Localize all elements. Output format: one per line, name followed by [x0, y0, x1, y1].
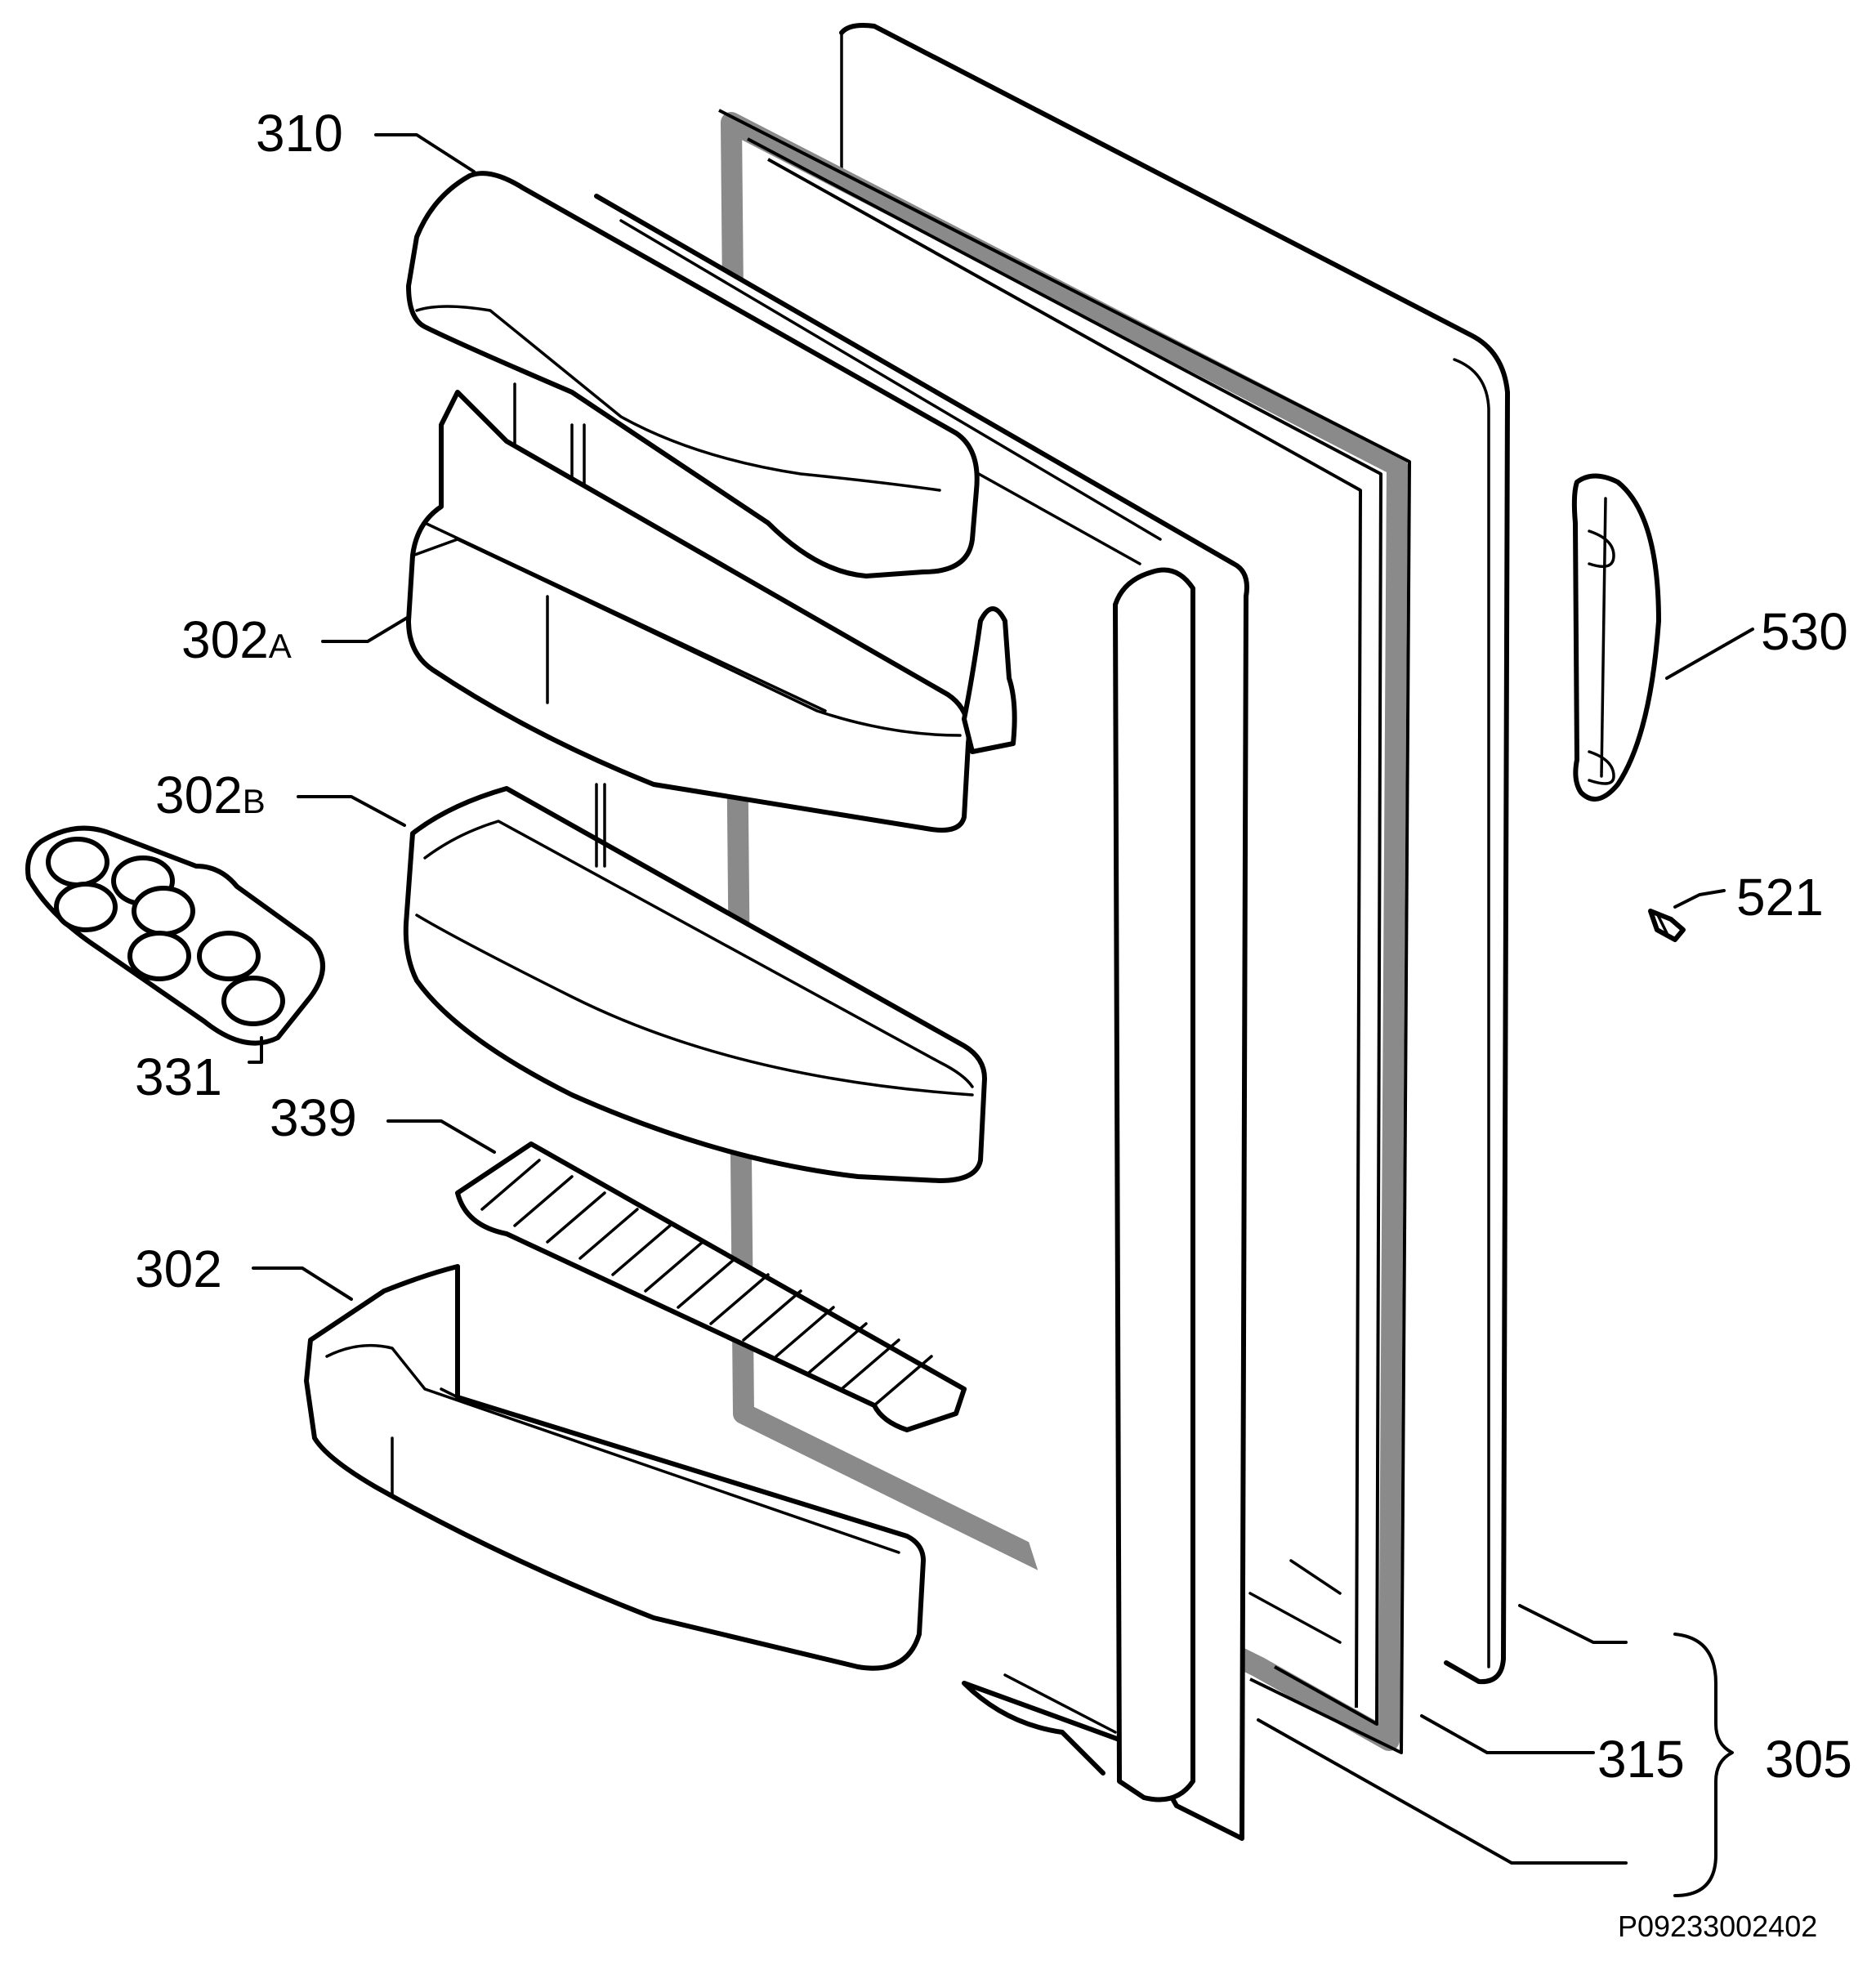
bottle-shelf-302: [304, 1264, 926, 1671]
bottle-rack-339: [455, 1141, 967, 1432]
leader-lines: [248, 133, 1754, 1897]
door-gasket: [718, 109, 1411, 1754]
dairy-compartment-310: [406, 171, 980, 578]
label-339: 339: [270, 1088, 357, 1147]
label-302a: 302A: [181, 610, 292, 669]
label-530: 530: [1761, 602, 1848, 661]
door-shelf-302a: [406, 390, 1017, 833]
door-handle-530: [1571, 473, 1661, 802]
screw-521: [1648, 909, 1686, 942]
label-302: 302: [135, 1240, 222, 1298]
label-315: 315: [1597, 1730, 1685, 1789]
label-305: 305: [1765, 1730, 1852, 1789]
door-shelf-302b: [403, 783, 987, 1183]
label-331: 331: [135, 1048, 222, 1106]
label-302b: 302B: [155, 766, 266, 824]
label-310: 310: [256, 104, 343, 163]
egg-tray-331: [25, 825, 325, 1046]
label-521: 521: [1736, 868, 1824, 927]
drawing-code: P09233002402: [1618, 1910, 1817, 1943]
